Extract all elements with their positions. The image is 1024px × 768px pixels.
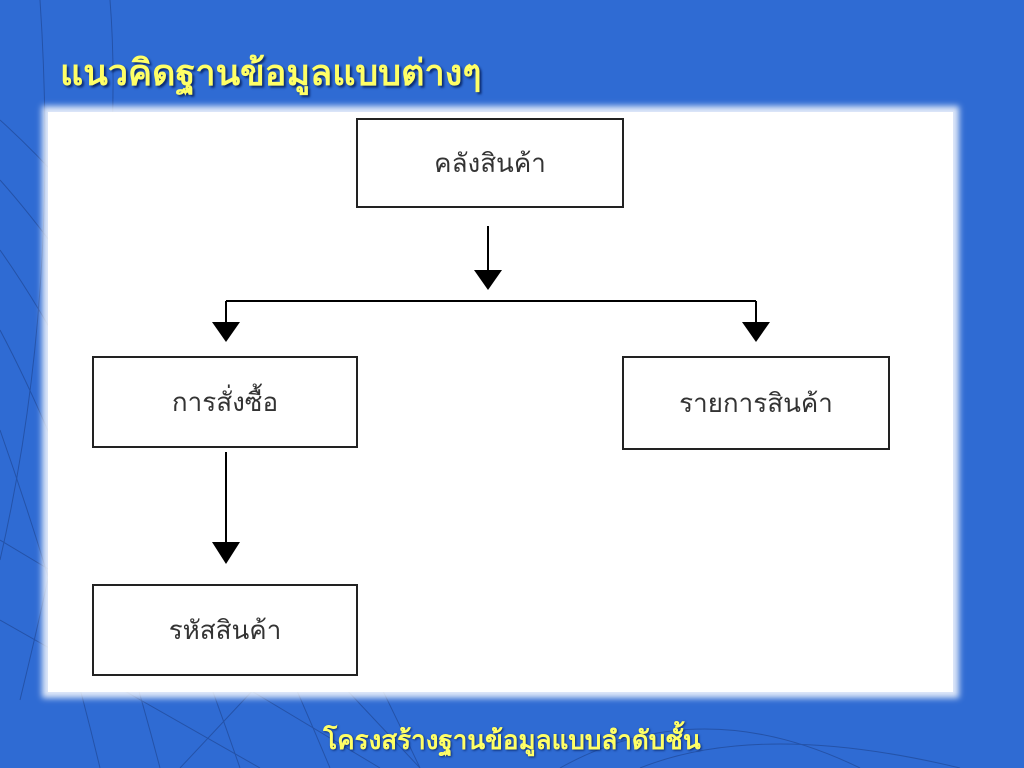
node-warehouse: คลังสินค้า xyxy=(356,118,624,208)
node-product-code-label: รหัสสินค้า xyxy=(168,615,282,646)
node-orders-label: การสั่งซื้อ xyxy=(171,387,279,418)
arrowhead-right xyxy=(742,322,770,342)
arrowhead-root-down xyxy=(474,270,502,290)
node-product-code: รหัสสินค้า xyxy=(92,584,358,676)
arrowhead-orders-down xyxy=(212,542,240,564)
arrowhead-left xyxy=(212,322,240,342)
node-product-list-label: รายการสินค้า xyxy=(679,388,833,419)
node-product-list: รายการสินค้า xyxy=(622,356,890,450)
slide-title: แนวคิดฐานข้อมูลแบบต่างๆ xyxy=(60,52,482,94)
node-orders: การสั่งซื้อ xyxy=(92,356,358,448)
node-warehouse-label: คลังสินค้า xyxy=(434,148,546,179)
connectors xyxy=(212,226,770,564)
diagram-panel: คลังสินค้า การสั่งซื้อ รายการสินค้า รหัส… xyxy=(48,112,953,692)
slide-caption: โครงสร้างฐานข้อมูลแบบลำดับชั้น xyxy=(323,726,701,756)
